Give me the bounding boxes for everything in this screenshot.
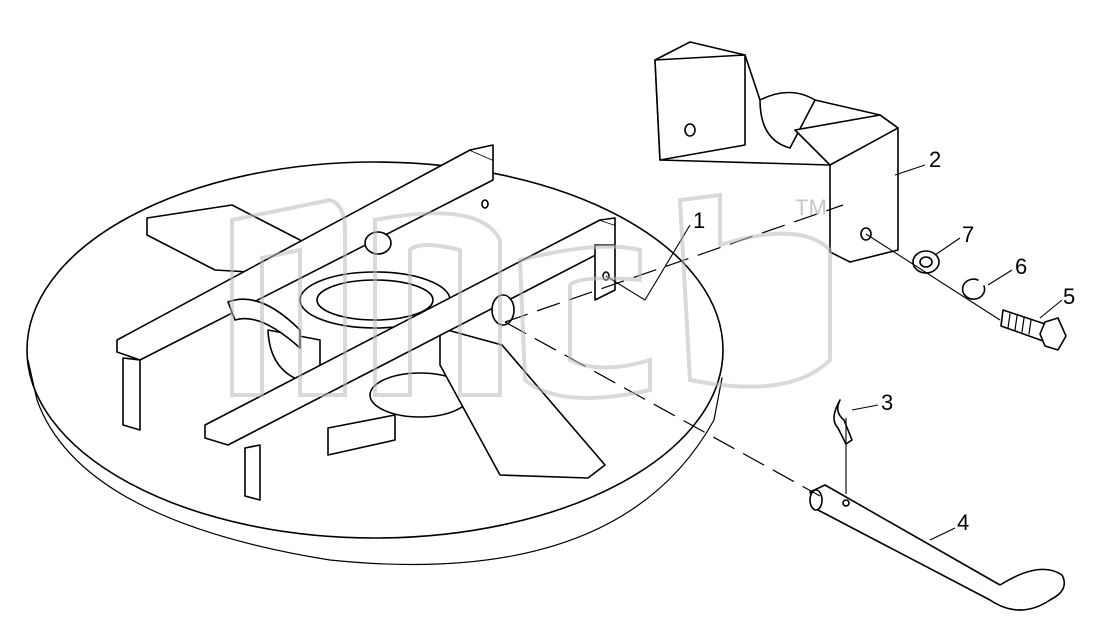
spring-washer (961, 278, 986, 300)
bolt-thread (1007, 313, 1032, 335)
base-plate-edge-left (27, 359, 38, 401)
clamp-block-left-face (654, 54, 746, 161)
leader-5 (1039, 299, 1063, 319)
callout-numbers: 1 2 3 4 5 6 7 (693, 147, 1075, 535)
bolt (1000, 309, 1067, 351)
lower-bar-end-cap (599, 217, 616, 226)
l-pin-body (809, 484, 1066, 611)
callout-3: 3 (881, 390, 893, 415)
clamp-block-top-step (794, 114, 899, 166)
callout-4: 4 (957, 510, 969, 535)
flat-washer-inner (919, 256, 933, 268)
r-clip (833, 399, 853, 445)
clamp-block-notch (759, 99, 816, 149)
upper-bar-small-hole (481, 199, 489, 209)
watermark-letter-4 (677, 192, 832, 389)
clamp-block-hole-left (684, 123, 696, 137)
callout-7: 7 (962, 222, 974, 247)
lower-bar-pin-hole (491, 294, 515, 326)
leader-7 (934, 237, 961, 256)
leader-3 (851, 404, 879, 411)
gusset-ribs (146, 204, 606, 479)
watermark-letter-2 (373, 211, 502, 397)
leader-4 (929, 527, 956, 541)
assembly-centerlines (504, 204, 1001, 497)
upper-bar-pin-hole (364, 231, 392, 255)
bolt-head (1039, 317, 1067, 351)
spring-washer-ring (961, 278, 986, 300)
leader-6 (987, 269, 1013, 286)
leader-1 (605, 224, 691, 301)
upper-bar-end-cap (469, 144, 494, 161)
l-pin-hole (842, 499, 850, 507)
callout-1: 1 (693, 208, 705, 233)
watermark-letter-3 (517, 244, 652, 400)
centerline-pin-axis (504, 321, 821, 497)
centerline-bolt-axis (504, 204, 844, 323)
callout-2: 2 (929, 147, 941, 172)
upper-fork-bar (116, 144, 494, 431)
r-clip-body (833, 399, 853, 445)
lower-bar-left-leg (244, 444, 261, 501)
clamp-block (654, 41, 899, 263)
rib-front-middle (327, 414, 396, 456)
leader-lines (605, 164, 1063, 541)
l-pin (809, 484, 1066, 611)
watermark-logo: TM (230, 192, 832, 400)
callout-6: 6 (1015, 254, 1027, 279)
upper-bar-left-leg (122, 357, 141, 431)
centerline-fastener-stack (865, 233, 1001, 321)
watermark-letter-1 (230, 197, 347, 397)
base-plate-edge (36, 399, 715, 566)
l-pin-tip (809, 489, 823, 511)
leader-2 (894, 164, 926, 176)
watermark-tm: TM (795, 195, 827, 220)
callout-5: 5 (1063, 284, 1075, 309)
